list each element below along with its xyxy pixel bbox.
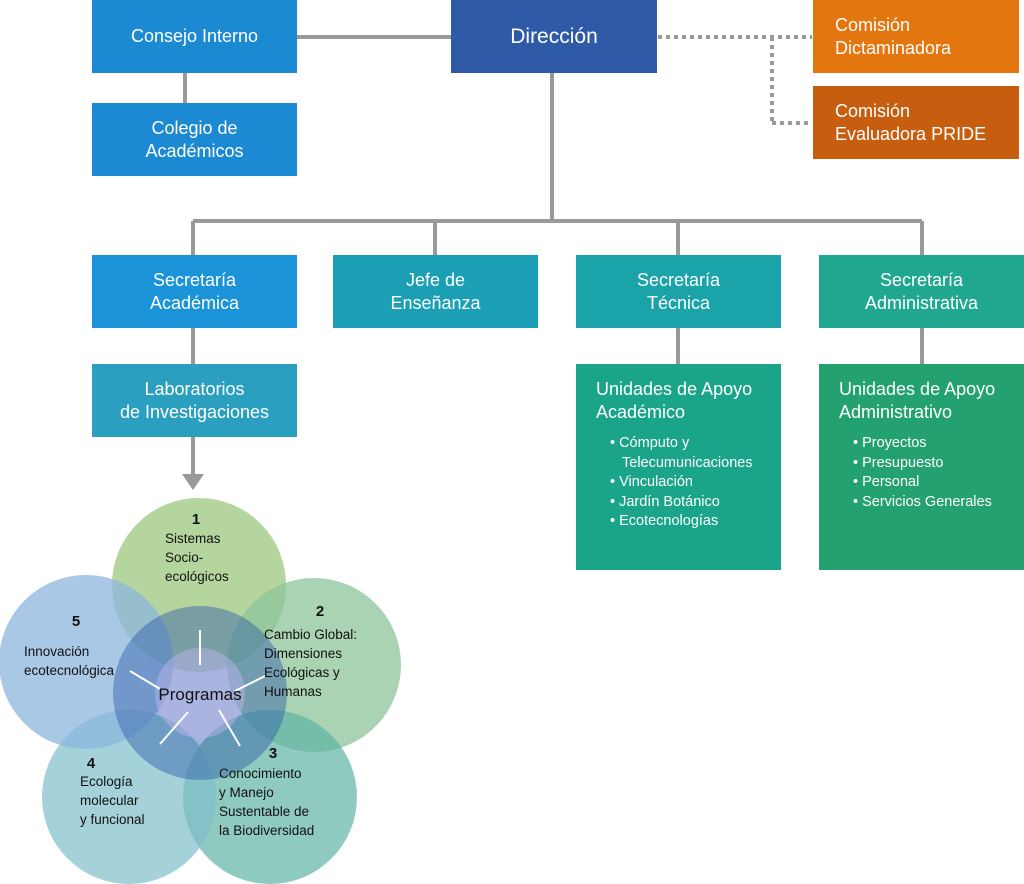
programs-center-label: Programas <box>158 685 241 704</box>
sec-admin-line1: Secretaría <box>879 269 964 290</box>
unidades-apoyo-academico-box[interactable]: Unidades de Apoyo Académico Cómputo yTel… <box>576 364 781 570</box>
sec-academica-line2: Académica <box>149 292 240 313</box>
list-item: Vinculación <box>610 473 753 493</box>
program-label-3: 3 Conocimiento y Manejo Sustentable de l… <box>219 745 314 838</box>
program-3-line1: Conocimiento <box>219 766 302 781</box>
laboratorios-line1: Laboratorios <box>144 378 245 399</box>
unidades-admin-title-line2: Administrativo <box>839 402 953 422</box>
program-4-number: 4 <box>87 755 96 772</box>
program-1-line2: Socio- <box>165 550 203 565</box>
comision-dictaminadora-box[interactable]: Comisión Dictaminadora <box>813 0 1019 73</box>
program-1-line3: ecológicos <box>165 569 229 584</box>
list-item: Servicios Generales <box>853 493 992 513</box>
list-item: Ecotecnologías <box>610 512 753 532</box>
program-circle-4 <box>42 710 216 884</box>
program-2-line1: Cambio Global: <box>264 627 357 642</box>
program-circle-2 <box>227 578 401 752</box>
program-5-line1: Innovación <box>24 644 89 659</box>
secretaria-administrativa-box[interactable]: Secretaría Administrativa <box>819 255 1024 328</box>
program-2-line3: Ecológicas y <box>264 665 340 680</box>
program-label-5: 5 Innovación ecotecnológica <box>24 613 115 678</box>
program-3-line3: Sustentable de <box>219 804 309 819</box>
jefe-line1: Jefe de <box>405 269 466 290</box>
program-2-line2: Dimensiones <box>264 646 342 661</box>
comision1-line1: Comisión <box>835 14 911 35</box>
program-label-1: 1 Sistemas Socio- ecológicos <box>165 511 229 584</box>
comision2-line2: Evaluadora PRIDE <box>835 123 987 144</box>
list-item: Jardín Botánico <box>610 493 753 513</box>
program-1-number: 1 <box>192 511 200 528</box>
secretaria-academica-box[interactable]: Secretaría Académica <box>92 255 297 328</box>
program-5-line2: ecotecnológica <box>24 663 115 678</box>
consejo-interno-box[interactable]: Consejo Interno <box>92 0 297 73</box>
colegio-academicos-box[interactable]: Colegio de Académicos <box>92 103 297 176</box>
laboratorios-box[interactable]: Laboratorios de Investigaciones <box>92 364 297 437</box>
unidades-academico-title-line1: Unidades de Apoyo <box>596 379 753 399</box>
unidades-academico-title: Unidades de Apoyo Académico <box>596 378 752 424</box>
unidades-admin-title-line1: Unidades de Apoyo <box>839 379 996 399</box>
colegio-label-line2: Académicos <box>145 140 244 161</box>
direccion-label: Dirección <box>510 25 598 48</box>
comision1-line2: Dictaminadora <box>835 37 952 58</box>
comision-pride-box[interactable]: Comisión Evaluadora PRIDE <box>813 86 1019 159</box>
unidades-admin-title: Unidades de Apoyo Administrativo <box>839 378 995 424</box>
direccion-box[interactable]: Dirección <box>451 0 657 73</box>
program-4-line1: Ecología <box>80 774 133 789</box>
jefe-ensenanza-box[interactable]: Jefe de Enseñanza <box>333 255 538 328</box>
program-3-number: 3 <box>269 745 277 762</box>
sec-tecnica-line2: Técnica <box>646 292 711 313</box>
program-2-number: 2 <box>316 603 324 620</box>
program-4-line3: y funcional <box>80 812 145 827</box>
unidades-apoyo-administrativo-box[interactable]: Unidades de Apoyo Administrativo Proyect… <box>819 364 1024 570</box>
program-3-line2: y Manejo <box>219 785 274 800</box>
program-3-line4: la Biodiversidad <box>219 823 314 838</box>
sec-tecnica-line1: Secretaría <box>636 269 721 290</box>
program-circle-5 <box>0 575 173 749</box>
sec-academica-line1: Secretaría <box>152 269 237 290</box>
unidades-academico-title-line2: Académico <box>596 402 686 422</box>
consejo-interno-label: Consejo Interno <box>130 26 259 46</box>
sec-admin-line2: Administrativa <box>864 292 979 313</box>
program-2-line4: Humanas <box>264 684 322 699</box>
secretaria-tecnica-box[interactable]: Secretaría Técnica <box>576 255 781 328</box>
laboratorios-line2: de Investigaciones <box>119 401 270 422</box>
comision2-line1: Comisión <box>835 100 911 121</box>
colegio-label-line1: Colegio de <box>151 117 238 138</box>
unidades-admin-list: Proyectos Presupuesto Personal Servicios… <box>839 434 992 512</box>
program-5-number: 5 <box>72 613 80 630</box>
list-item: Personal <box>853 473 992 493</box>
list-item: Presupuesto <box>853 454 992 474</box>
program-4-line2: molecular <box>80 793 139 808</box>
jefe-line2: Enseñanza <box>390 292 481 313</box>
program-label-4: 4 Ecología molecular y funcional <box>80 755 145 827</box>
list-item: Proyectos <box>853 434 992 454</box>
program-circle-3 <box>183 710 357 884</box>
program-label-2: 2 Cambio Global: Dimensiones Ecológicas … <box>264 603 357 699</box>
program-1-line1: Sistemas <box>165 531 221 546</box>
